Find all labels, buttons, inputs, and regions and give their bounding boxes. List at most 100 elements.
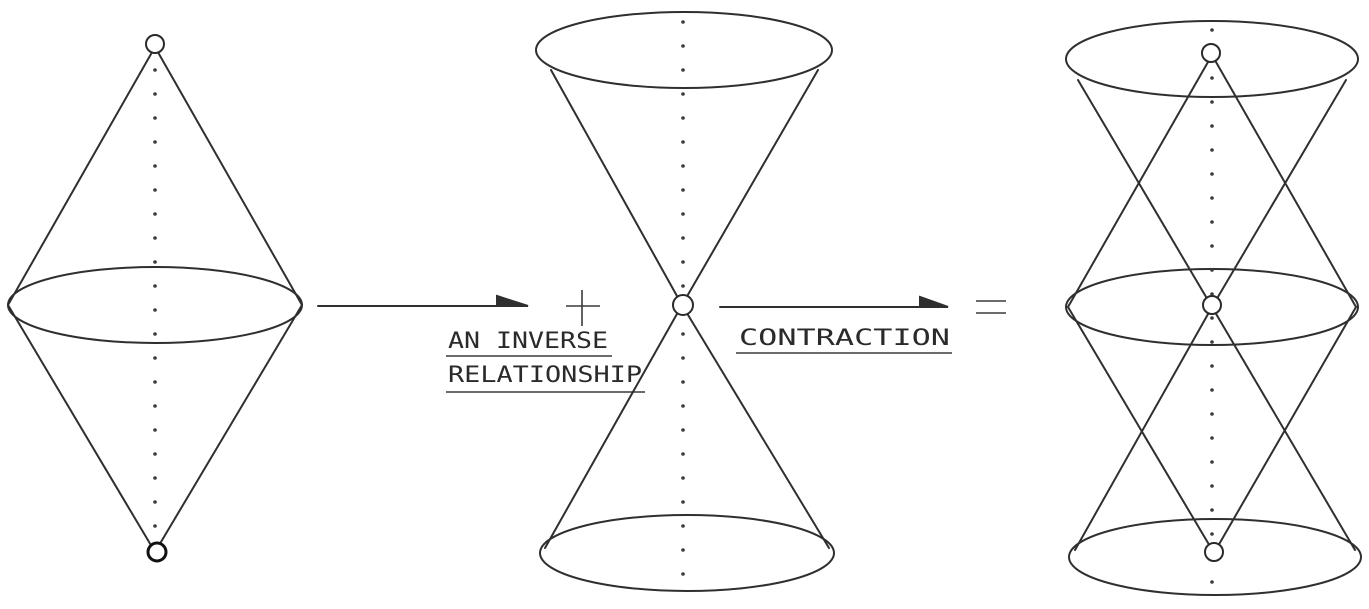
axis-dot bbox=[681, 572, 685, 576]
cone-edge-line bbox=[1213, 306, 1357, 554]
axis-dot bbox=[681, 548, 685, 552]
axis-dot bbox=[153, 404, 157, 408]
cone-bottom-ellipse bbox=[539, 514, 835, 592]
axis-dot bbox=[153, 356, 157, 360]
axis-dot bbox=[153, 236, 157, 240]
apex-vertex bbox=[145, 34, 165, 54]
dotted-axis bbox=[153, 68, 157, 528]
axis-dot bbox=[681, 356, 685, 360]
cone-bottom-ellipse bbox=[1068, 518, 1362, 596]
axis-dot bbox=[681, 116, 685, 120]
label-line-1: AN INVERSE bbox=[448, 329, 608, 354]
axis-dot bbox=[153, 308, 157, 312]
axis-dot bbox=[681, 164, 685, 168]
cone-edge-line bbox=[1074, 306, 1213, 551]
axis-dot bbox=[1210, 28, 1214, 32]
axis-dot bbox=[681, 188, 685, 192]
axis-dot bbox=[681, 92, 685, 96]
equals-sign bbox=[976, 300, 1006, 314]
apex-vertex bbox=[1204, 542, 1224, 562]
axis-dot bbox=[153, 188, 157, 192]
axis-dot bbox=[1210, 460, 1214, 464]
axis-dot bbox=[681, 20, 685, 24]
axis-dot bbox=[681, 260, 685, 264]
cone-top-ellipse bbox=[1065, 20, 1359, 98]
hourglass-figure bbox=[535, 11, 835, 592]
axis-dot bbox=[153, 284, 157, 288]
dotted-axis bbox=[681, 20, 685, 576]
cone-edge-line bbox=[1211, 306, 1356, 551]
axis-dot bbox=[681, 332, 685, 336]
axis-dot bbox=[681, 140, 685, 144]
apex-vertex bbox=[1201, 43, 1221, 63]
axis-dot bbox=[153, 380, 157, 384]
axis-dot bbox=[153, 524, 157, 528]
axis-dot bbox=[681, 380, 685, 384]
cone-edge-line bbox=[1067, 306, 1215, 554]
axis-dot bbox=[1210, 100, 1214, 104]
label-line-2: RELATIONSHIP bbox=[448, 363, 642, 388]
axis-dot bbox=[681, 212, 685, 216]
combined-cone-figure bbox=[1065, 20, 1362, 596]
contraction-label: CONTRACTION bbox=[736, 326, 952, 354]
axis-dot bbox=[153, 92, 157, 96]
cone-edge-line bbox=[550, 69, 683, 306]
cone-edge-line bbox=[154, 46, 303, 306]
axis-dot bbox=[681, 404, 685, 408]
arrow-right bbox=[317, 294, 529, 307]
axis-dot bbox=[681, 524, 685, 528]
apex-vertex bbox=[146, 541, 168, 563]
apex-vertex bbox=[672, 294, 694, 316]
axis-dot bbox=[1210, 580, 1214, 584]
axis-dot bbox=[153, 116, 157, 120]
axis-dot bbox=[1210, 364, 1214, 368]
axis-dot bbox=[681, 428, 685, 432]
cone-edge-line bbox=[154, 304, 303, 553]
contraction-text: CONTRACTION bbox=[739, 326, 950, 351]
axis-dot bbox=[1210, 340, 1214, 344]
axis-dot bbox=[681, 44, 685, 48]
axis-dot bbox=[153, 212, 157, 216]
axis-dot bbox=[1210, 76, 1214, 80]
axis-dot bbox=[153, 260, 157, 264]
cone-edge-line bbox=[1211, 79, 1347, 308]
axis-dot bbox=[681, 476, 685, 480]
axis-dot bbox=[153, 476, 157, 480]
axis-dot bbox=[153, 332, 157, 336]
axis-dot bbox=[153, 68, 157, 72]
axis-dot bbox=[153, 452, 157, 456]
axis-dot bbox=[153, 428, 157, 432]
axis-dot bbox=[1210, 292, 1214, 296]
axis-dot bbox=[1210, 484, 1214, 488]
axis-dot bbox=[1210, 508, 1214, 512]
axis-dot bbox=[153, 500, 157, 504]
axis-dot bbox=[153, 164, 157, 168]
axis-dot bbox=[1210, 532, 1214, 536]
axis-dot bbox=[681, 452, 685, 456]
axis-dot bbox=[681, 284, 685, 288]
cone-edge-line bbox=[681, 69, 819, 306]
axis-dot bbox=[1210, 196, 1214, 200]
cone-edge-line bbox=[544, 304, 683, 549]
cone-edge-line bbox=[1077, 79, 1213, 308]
cone-edge-line bbox=[1211, 54, 1357, 308]
apex-vertex bbox=[1202, 295, 1222, 315]
cone-edge-line bbox=[681, 304, 830, 549]
axis-dot bbox=[1210, 172, 1214, 176]
cone-top-ellipse bbox=[535, 11, 833, 89]
cone-edge-line bbox=[7, 304, 156, 553]
double-cone-figure bbox=[7, 34, 303, 563]
cone-base-ellipse bbox=[7, 266, 303, 344]
plus-sign bbox=[566, 290, 600, 326]
axis-dot bbox=[681, 236, 685, 240]
axis-dot bbox=[1210, 124, 1214, 128]
axis-dot bbox=[681, 68, 685, 72]
axis-dot bbox=[153, 140, 157, 144]
axis-dot bbox=[1210, 268, 1214, 272]
axis-dot bbox=[1210, 436, 1214, 440]
inverse-relationship-label: AN INVERSE RELATIONSHIP bbox=[446, 329, 645, 393]
arrow-right bbox=[719, 295, 949, 308]
axis-dot bbox=[1210, 220, 1214, 224]
cone-edge-line bbox=[1067, 54, 1213, 308]
